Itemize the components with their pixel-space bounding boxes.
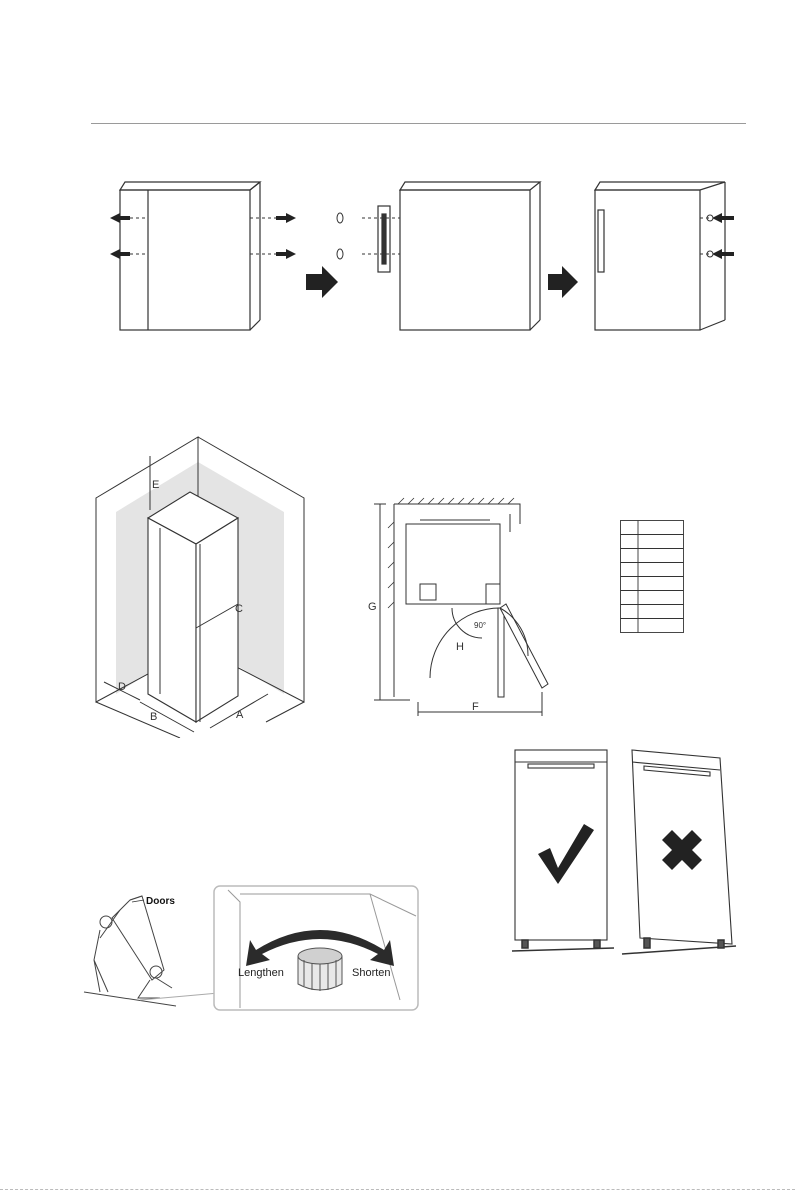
shorten-label: Shorten [352, 967, 391, 979]
doors-label: Doors [146, 896, 175, 907]
level-check-figure [500, 744, 745, 960]
dim-label-g: G [368, 601, 377, 613]
leveling-figure: Doors Lengthen Shorten [80, 880, 422, 1014]
dim-label-b: B [150, 711, 157, 723]
door-reversal-figure [100, 170, 750, 345]
dim-label-h: H [456, 641, 464, 653]
door-clearance-figure: G H F 90° [360, 492, 550, 717]
fridge-handle-swap [378, 182, 540, 330]
angle-label: 90° [474, 621, 486, 630]
dim-label-f: F [472, 701, 479, 713]
step-arrow-icon-2 [548, 266, 578, 298]
fridge-after [595, 182, 725, 330]
lengthen-label: Lengthen [238, 967, 284, 979]
dim-label-a: A [236, 709, 244, 721]
dim-label-e: E [152, 479, 159, 491]
dim-label-d: D [118, 681, 126, 693]
fridge-before [120, 182, 260, 330]
footer-rule [0, 1189, 795, 1190]
dim-label-c: C [235, 603, 243, 615]
dimension-table [620, 520, 686, 634]
step-arrow-icon [306, 266, 338, 298]
installation-space-figure: C E D B A [90, 432, 322, 738]
header-rule [91, 123, 746, 124]
